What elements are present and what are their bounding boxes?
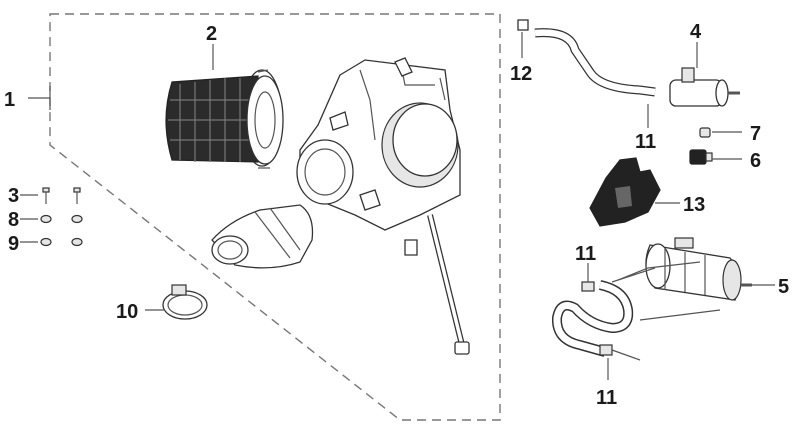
dashed-group-outline [49,13,501,421]
callout-7: 7 [750,123,761,145]
purge-valve-icon [669,67,740,107]
callout-11a: 11 [635,131,656,153]
callout-13: 13 [683,194,705,216]
callout-10: 10 [116,301,138,323]
callout-11b: 11 [575,243,596,265]
airbox-housing-icon [296,57,470,355]
callout-9: 9 [8,233,19,255]
washer-icon [40,214,83,224]
callout-8: 8 [8,209,19,231]
callout-3: 3 [8,185,19,207]
callout-5: 5 [778,276,789,298]
intake-duct-icon [211,204,314,269]
callout-labels: 1 2 3 8 9 10 12 11 4 7 6 13 11 5 11 [4,21,789,409]
mounting-bracket-icon [589,157,661,227]
callout-1: 1 [4,89,15,111]
connector-plug-icon [689,149,713,165]
callout-2: 2 [206,23,217,45]
nut-icon [40,237,83,247]
callout-12: 12 [510,63,532,85]
leader-lines [20,32,775,380]
bolt-icon [42,187,81,204]
breather-hose-icon [517,19,656,97]
small-clip-icon [699,127,711,138]
air-filter-element-icon [165,69,284,169]
callout-6: 6 [750,150,761,172]
canister-hose-icon [551,261,721,361]
callout-4: 4 [690,21,702,43]
canister-icon [645,237,752,301]
hose-clamp-icon [162,284,208,320]
callout-11c: 11 [596,387,617,409]
